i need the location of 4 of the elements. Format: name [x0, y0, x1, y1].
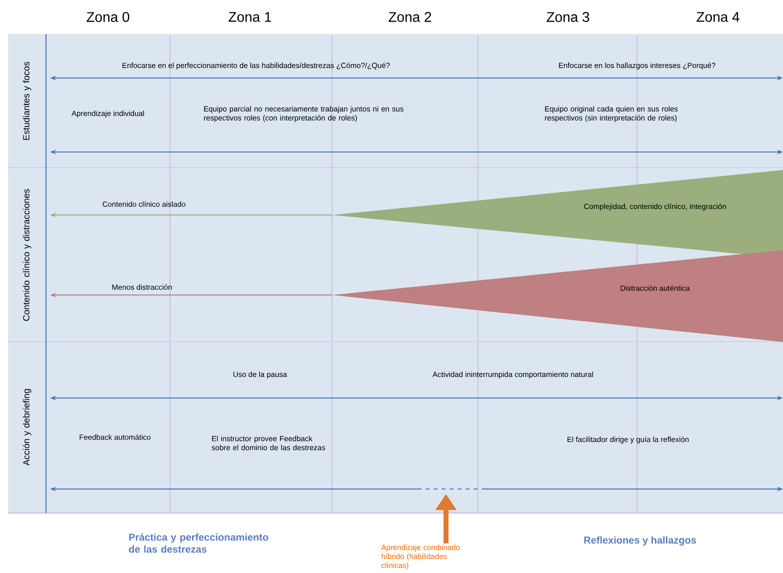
node-label: Contenido clínico y distracciones — [22, 189, 32, 321]
node-label: Acción y debriefing — [22, 389, 32, 466]
section-label: Reflexiones y hallazgos — [584, 536, 696, 546]
section-label: Práctica y perfeccionamiento de las destrezas — [128, 533, 268, 553]
